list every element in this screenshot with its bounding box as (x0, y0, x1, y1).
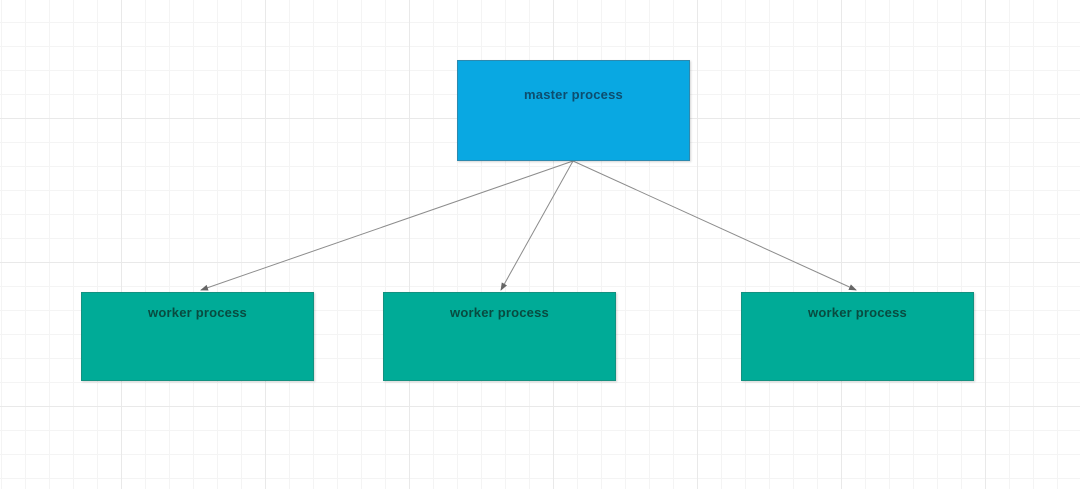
node-label: worker process (808, 305, 907, 320)
node-worker-process-3[interactable]: worker process (741, 292, 974, 381)
node-worker-process-1[interactable]: worker process (81, 292, 314, 381)
edge-master-to-worker-3[interactable] (572, 160, 857, 291)
node-label: worker process (450, 305, 549, 320)
edge-master-to-worker-2[interactable] (500, 160, 574, 291)
node-label: worker process (148, 305, 247, 320)
node-worker-process-2[interactable]: worker process (383, 292, 616, 381)
edge-master-to-worker-1[interactable] (200, 160, 574, 291)
node-label: master process (524, 87, 623, 102)
node-master-process[interactable]: master process (457, 60, 690, 161)
